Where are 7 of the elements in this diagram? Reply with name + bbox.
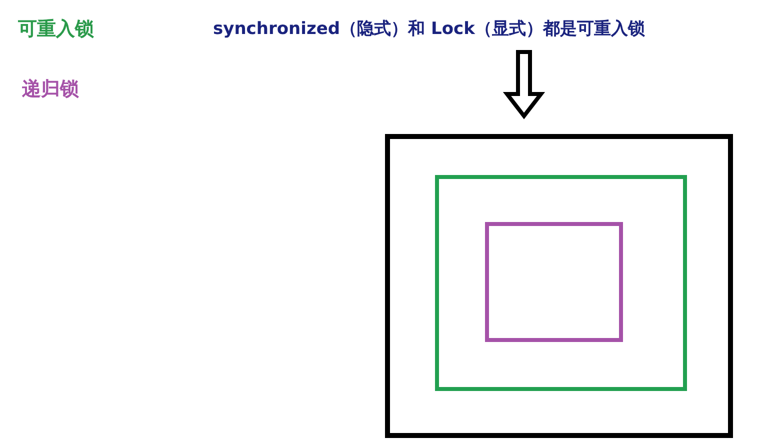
inner-square bbox=[485, 222, 623, 342]
middle-square bbox=[435, 175, 687, 391]
term-label: 可重入锁 bbox=[18, 17, 94, 42]
heading-text: synchronized（隐式）和 Lock（显式）都是可重入锁 bbox=[213, 19, 645, 39]
hollow-arrow bbox=[502, 50, 546, 120]
term-label: 递归锁 bbox=[22, 77, 79, 102]
outer-square bbox=[385, 134, 733, 438]
